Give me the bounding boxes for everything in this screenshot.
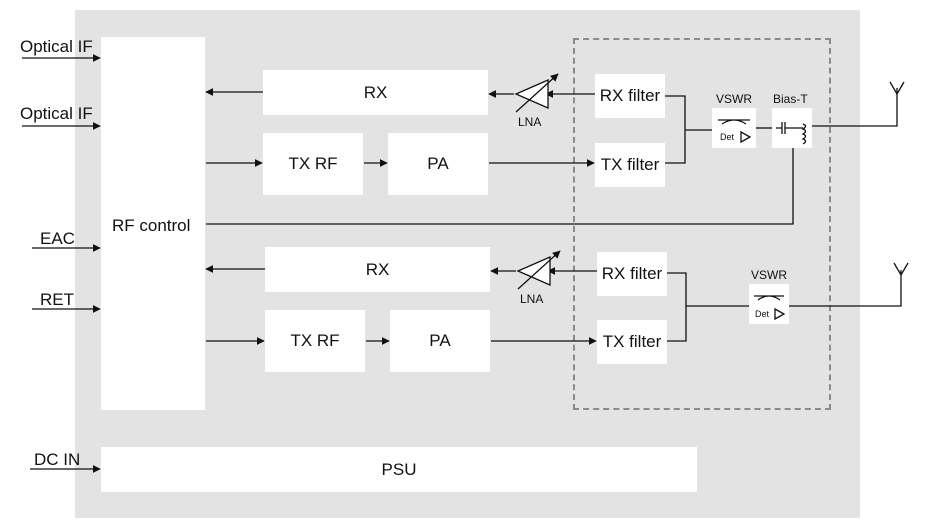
optical-if-2-label: Optical IF: [20, 104, 93, 123]
lna-2-icon: [516, 256, 551, 286]
bias-t-to-antenna-1: [812, 88, 898, 127]
vswr-1-label: VSWR: [716, 92, 752, 106]
rx-block-2: RX: [265, 247, 490, 292]
eac-label: EAC: [40, 229, 75, 248]
tx-rf-label-1: TX RF: [288, 154, 338, 173]
duplexer2-combiner: [667, 272, 749, 342]
det-2-icon: [774, 307, 786, 321]
vswr-2-label: VSWR: [751, 268, 787, 282]
bias-t-inductor-icon: [801, 123, 807, 145]
rx-label-1: RX: [363, 82, 388, 102]
rx-filter-label-2: RX filter: [601, 264, 663, 283]
bias-t-capacitor-icon: [776, 122, 803, 134]
pa-block-2: PA: [390, 310, 490, 372]
tx-rf-block-2: TX RF: [265, 310, 365, 372]
tx-filter-block-2: TX filter: [597, 320, 667, 364]
lna-2-variable-arrow: [517, 250, 561, 290]
pa-label-1: PA: [427, 154, 449, 173]
vswr2-to-antenna-2: [789, 270, 902, 307]
pa-label-2: PA: [429, 331, 451, 350]
pa-block-1: PA: [388, 133, 488, 195]
vswr-detector-1: [712, 108, 756, 148]
coupler-2-icon: [754, 295, 784, 301]
bias-t-label: Bias-T: [773, 92, 808, 106]
optical-if-1-label: Optical IF: [20, 37, 93, 56]
lna-1-variable-arrow: [515, 73, 559, 113]
dc-in-label: DC IN: [34, 450, 81, 469]
psu-label: PSU: [381, 459, 417, 479]
rf-control-block: RF control: [101, 37, 205, 410]
rx-filter-label-1: RX filter: [599, 86, 661, 105]
det-1-label: Det: [720, 132, 735, 142]
psu-block: PSU: [101, 447, 697, 492]
rx-block-1: RX: [263, 70, 488, 115]
antenna-2-icon: [893, 262, 909, 277]
tx-rf-block-1: TX RF: [263, 133, 363, 195]
lna-1-icon: [514, 79, 549, 109]
duplexer1-combiner: [665, 95, 712, 164]
det-2-label: Det: [755, 309, 770, 319]
rx-filter-block-2: RX filter: [597, 252, 667, 296]
lna-1-label: LNA: [518, 115, 542, 129]
rx-label-2: RX: [365, 259, 390, 279]
antenna-1-icon: [889, 81, 905, 96]
tx-filter-label-1: TX filter: [600, 155, 660, 174]
vswr-detector-2: [749, 284, 789, 324]
ret-label: RET: [40, 290, 74, 309]
rf-control-to-bias-t-line: [206, 148, 794, 225]
det-1-icon: [740, 130, 752, 144]
tx-filter-label-2: TX filter: [602, 332, 662, 351]
tx-rf-label-2: TX RF: [290, 331, 340, 350]
rf-control-label: RF control: [112, 216, 191, 235]
rx-filter-block-1: RX filter: [595, 74, 665, 118]
tx-filter-block-1: TX filter: [595, 143, 665, 187]
coupler-1-icon: [718, 119, 750, 125]
lna-2-label: LNA: [520, 292, 544, 306]
